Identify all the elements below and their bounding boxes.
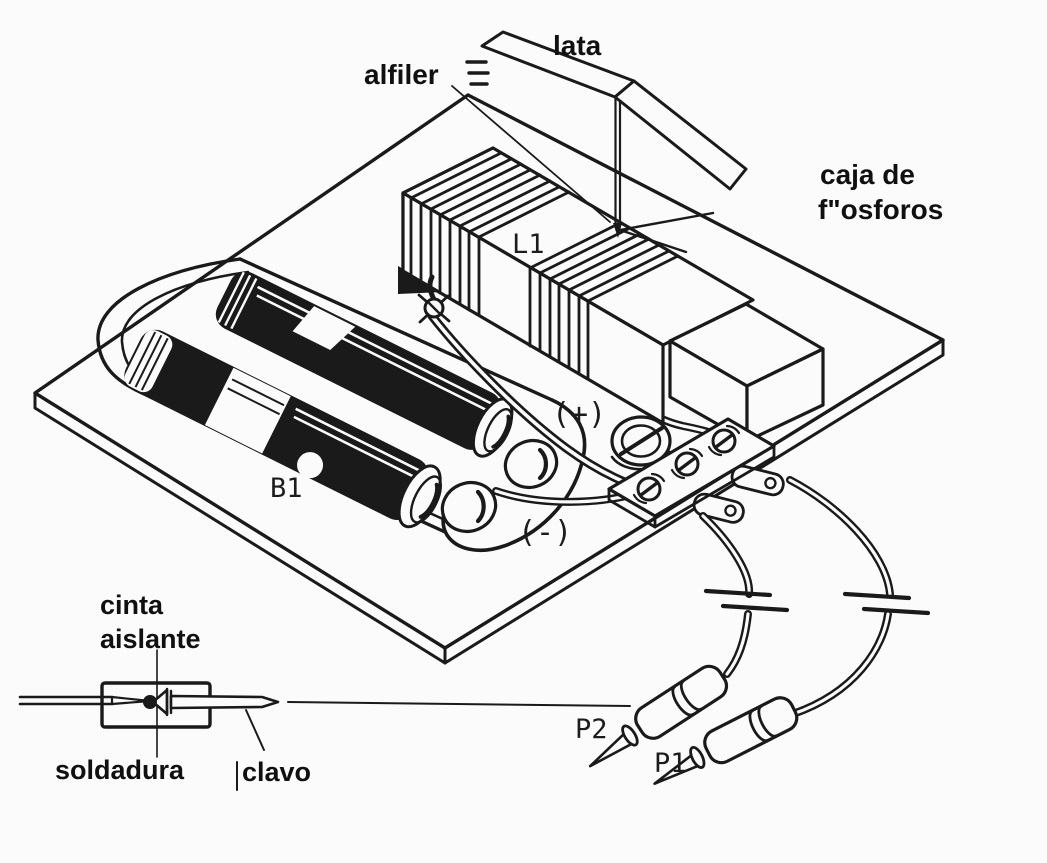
battery-pack: B1 — [96, 257, 587, 553]
probe-detail-inset — [18, 649, 631, 791]
wire-break-left — [703, 588, 790, 613]
label-clavo: clavo — [242, 757, 311, 787]
clavo-leader — [245, 709, 265, 751]
inset-nail — [151, 687, 280, 717]
wire-to-p1 — [786, 476, 894, 718]
strip-screw-2 — [670, 447, 704, 480]
probe-wires — [699, 476, 931, 718]
strip-screw-1 — [632, 472, 666, 505]
label-caja-2: f"osforos — [818, 194, 943, 225]
battery-cell-front — [124, 329, 442, 529]
alfiler-leader-line — [451, 60, 611, 223]
wire-twist-junction — [417, 274, 451, 324]
label-battery-b1: B1 — [270, 473, 303, 504]
label-probe-p2: P2 — [575, 714, 608, 745]
wire-to-p2 — [699, 512, 754, 678]
coil-windings-left — [409, 151, 571, 317]
label-probe-p1: P1 — [654, 748, 687, 779]
strip-screws — [632, 424, 741, 505]
tin-strip-lata — [480, 30, 748, 191]
matchbox-coil: L1 — [398, 146, 825, 443]
label-caja-1: caja de — [820, 159, 915, 190]
probe-p2 — [588, 664, 729, 768]
inset-solder-dot — [143, 695, 157, 709]
label-minus: (-) — [518, 515, 572, 550]
coil-windings-right — [528, 221, 680, 381]
label-soldadura: soldadura — [55, 755, 185, 785]
battery-cell-rear — [215, 271, 514, 458]
probe-p1 — [653, 696, 799, 786]
label-coil-l1: L1 — [512, 229, 545, 260]
wire-break-right — [842, 591, 931, 616]
solder-lug-left — [692, 492, 745, 524]
mounting-screw — [610, 415, 672, 471]
hatch-marks — [465, 60, 490, 86]
inset-wire — [18, 695, 152, 706]
strip-screw-3 — [707, 424, 741, 457]
label-lata: lata — [553, 30, 602, 61]
inset-pointer-line — [287, 701, 631, 707]
solder-lug-right — [730, 464, 785, 497]
label-cinta-2: aislante — [100, 624, 201, 654]
label-plus: (+) — [552, 397, 606, 432]
pin-alfiler — [613, 94, 622, 238]
label-alfiler: alfiler — [364, 59, 439, 90]
label-cinta-1: cinta — [100, 590, 164, 620]
terminal-strip — [607, 415, 785, 529]
